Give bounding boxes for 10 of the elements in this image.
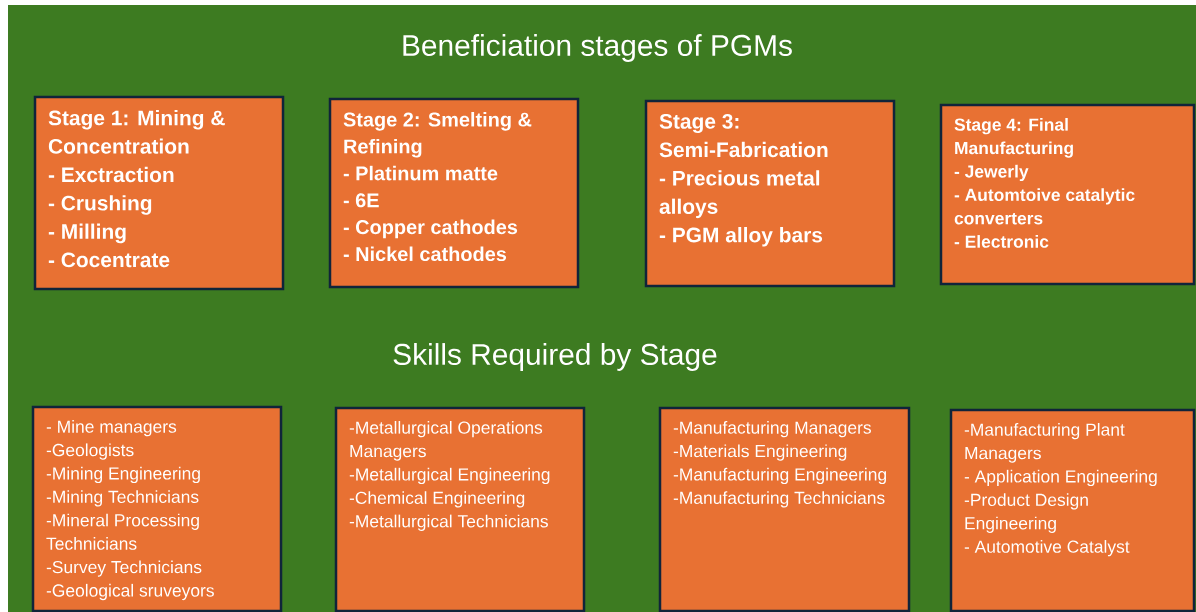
- stage-box: Stage 4: Final Manufacturing - Jewerly - Automtoive catalytic converters - Electronic: [939, 103, 1196, 286]
- skills-box: -Manufacturing Managers -Materials Engineering -Manufacturing Engineering -Manufacturing Technicians: [658, 406, 911, 612]
- section-heading: Skills Required by Stage: [393, 343, 717, 371]
- stage-box: Stage 1: Mining & Concentration - Exctraction - Crushing - Milling - Cocentrate: [33, 95, 285, 291]
- skills-box: -Metallurgical Operations Managers -Metallurgical Engineering -Chemical Engineering -Metallurgical Technicians: [334, 406, 586, 612]
- stage-box: Stage 2: Smelting & Refining - Platinum matte - 6E - Copper cathodes - Nickel cathodes: [328, 97, 580, 289]
- skills-box: -Manufacturing Plant Managers - Application Engineering -Product Design Engineering - Automotive Catalyst: [949, 408, 1196, 612]
- stage-box: Stage 3: Semi-Fabrication - Precious metal alloys - PGM alloy bars: [644, 99, 896, 288]
- skills-box: - Mine managers -Geologists -Mining Engineering -Mining Technicians -Mineral Processing Technicians -Survey Technicians -Geological sruveyors: [31, 405, 283, 612]
- title: Beneficiation stages of PGMs: [403, 34, 792, 62]
